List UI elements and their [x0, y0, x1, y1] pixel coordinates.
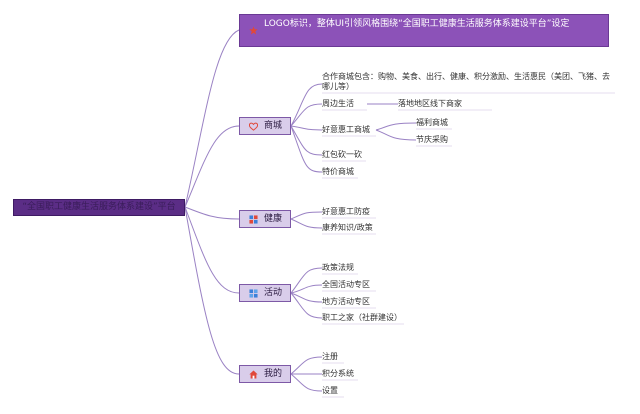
leaf-wellness[interactable]: 康养知识/政策 [322, 223, 373, 232]
leaf-haoyi-mall[interactable]: 好意惠工商城 [322, 125, 370, 134]
heart-icon [249, 122, 258, 131]
leaf-register[interactable]: 注册 [322, 352, 338, 361]
root-label: “全国职工健康生活服务体系建设”平台 [22, 202, 176, 212]
branch-health-label: 健康 [264, 214, 283, 224]
leaf-national-activity[interactable]: 全国活动专区 [322, 280, 370, 289]
leaf-partner-mall[interactable]: 合作商城包含：购物、美食、出行、健康、积分激励、生活惠民（美团、飞猪、去哪儿等） [322, 72, 610, 91]
root-node[interactable]: “全国职工健康生活服务体系建设”平台 [13, 199, 185, 216]
leaf-red-packet[interactable]: 红包砍一砍 [322, 150, 362, 159]
leaf-local-activity[interactable]: 地方活动专区 [322, 297, 370, 306]
logo-note-text: LOGO标识，整体UI引领风格围绕“全国职工健康生活服务体系建设平台”设定 [264, 19, 570, 29]
branch-activity-label: 活动 [264, 288, 283, 298]
logo-note-node[interactable]: LOGO标识，整体UI引领风格围绕“全国职工健康生活服务体系建设平台”设定 [239, 14, 609, 47]
home-icon [249, 370, 258, 379]
leaf-special-mall[interactable]: 特价商城 [322, 167, 354, 176]
branch-mine-label: 我的 [264, 369, 283, 379]
star-icon [249, 26, 258, 35]
branch-mall-label: 商城 [264, 121, 283, 131]
leaf-settings[interactable]: 设置 [322, 386, 338, 395]
leaf-policy[interactable]: 政策法规 [322, 263, 354, 272]
branch-mall[interactable]: 商城 [239, 117, 291, 135]
health-icon [249, 215, 258, 224]
leaf-festival-purchase[interactable]: 节庆采购 [416, 135, 448, 144]
leaf-local-merchants[interactable]: 落地地区线下商家 [398, 99, 462, 108]
leaf-welfare-mall[interactable]: 福利商城 [416, 118, 448, 127]
leaf-epidemic[interactable]: 好意惠工防疫 [322, 207, 370, 216]
activity-icon [249, 289, 258, 298]
branch-activity[interactable]: 活动 [239, 284, 291, 302]
leaf-workers-home[interactable]: 职工之家（社群建设） [322, 313, 402, 322]
branch-mine[interactable]: 我的 [239, 365, 291, 383]
leaf-nearby-life[interactable]: 周边生活 [322, 99, 354, 108]
leaf-points[interactable]: 积分系统 [322, 369, 354, 378]
branch-health[interactable]: 健康 [239, 210, 291, 228]
